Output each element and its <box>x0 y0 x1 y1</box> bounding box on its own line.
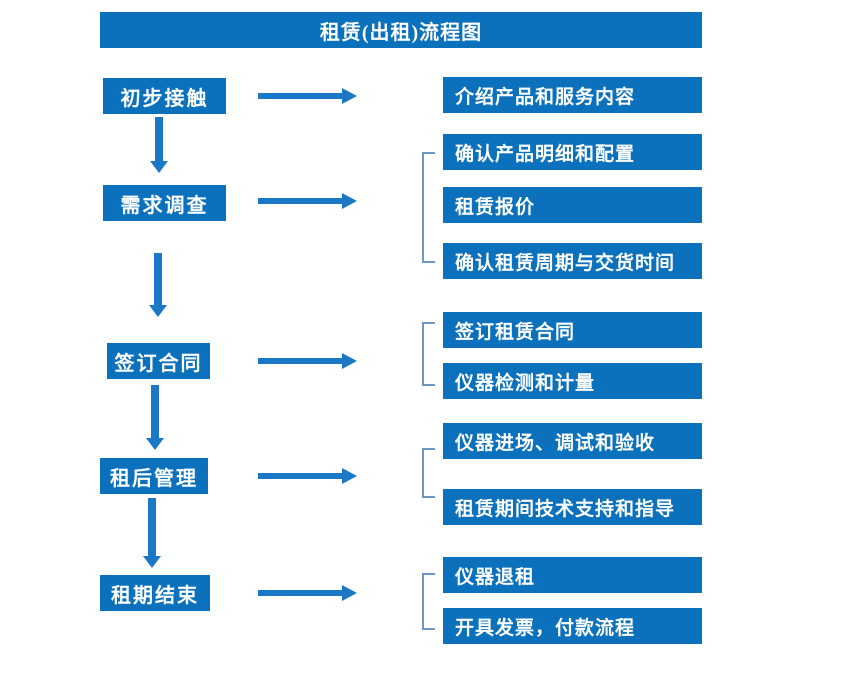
arrow-down-4-icon <box>143 498 161 568</box>
arrow-right-4-icon <box>258 468 357 484</box>
arrow-right-1-icon <box>258 88 357 104</box>
output-box-technical-support: 租赁期间技术支持和指导 <box>443 489 702 525</box>
output-box-confirm-rental-period: 确认租赁周期与交货时间 <box>443 243 702 279</box>
stage-box-sign-contract: 签订合同 <box>107 343 210 379</box>
arrow-head <box>143 556 161 568</box>
stage-box-post-rental-management: 租后管理 <box>100 458 208 494</box>
arrow-head <box>342 353 357 369</box>
output-box-sign-rental-contract: 签订租赁合同 <box>443 312 702 348</box>
output-box-instrument-setup: 仪器进场、调试和验收 <box>443 423 702 459</box>
arrow-shaft <box>258 198 342 204</box>
arrow-shaft <box>258 473 342 479</box>
output-box-introduce-products: 介绍产品和服务内容 <box>443 77 702 113</box>
stage-box-initial-contact: 初步接触 <box>103 78 226 114</box>
output-box-rental-quote: 租赁报价 <box>443 187 702 223</box>
stage-box-lease-end: 租期结束 <box>100 575 210 611</box>
bracket-group-demand-survey <box>422 152 435 263</box>
arrow-right-5-icon <box>258 585 357 601</box>
arrow-head <box>342 193 357 209</box>
arrow-shaft <box>258 590 342 596</box>
arrow-head <box>342 88 357 104</box>
output-box-invoice-payment: 开具发票，付款流程 <box>443 608 702 644</box>
bracket-group-post-rental <box>422 448 435 498</box>
bracket-group-lease-end <box>422 573 435 630</box>
arrow-shaft <box>258 93 342 99</box>
arrow-shaft <box>154 253 162 307</box>
arrow-shaft <box>148 498 156 558</box>
arrow-head <box>149 305 167 317</box>
arrow-head <box>150 161 168 173</box>
arrow-shaft <box>155 117 163 163</box>
stage-box-demand-survey: 需求调查 <box>103 185 226 221</box>
output-box-instrument-inspection: 仪器检测和计量 <box>443 363 702 399</box>
arrow-down-2-icon <box>149 253 167 317</box>
arrow-down-3-icon <box>146 385 164 450</box>
arrow-shaft <box>258 358 342 364</box>
arrow-head <box>146 438 164 450</box>
output-box-confirm-product-details: 确认产品明细和配置 <box>443 134 702 170</box>
output-box-instrument-return: 仪器退租 <box>443 557 702 593</box>
arrow-down-1-icon <box>150 117 168 173</box>
arrow-right-3-icon <box>258 353 357 369</box>
bracket-group-sign-contract <box>422 322 435 386</box>
arrow-head <box>342 585 357 601</box>
arrow-head <box>342 468 357 484</box>
diagram-title: 租赁(出租)流程图 <box>100 12 702 48</box>
arrow-right-2-icon <box>258 193 357 209</box>
arrow-shaft <box>151 385 159 440</box>
